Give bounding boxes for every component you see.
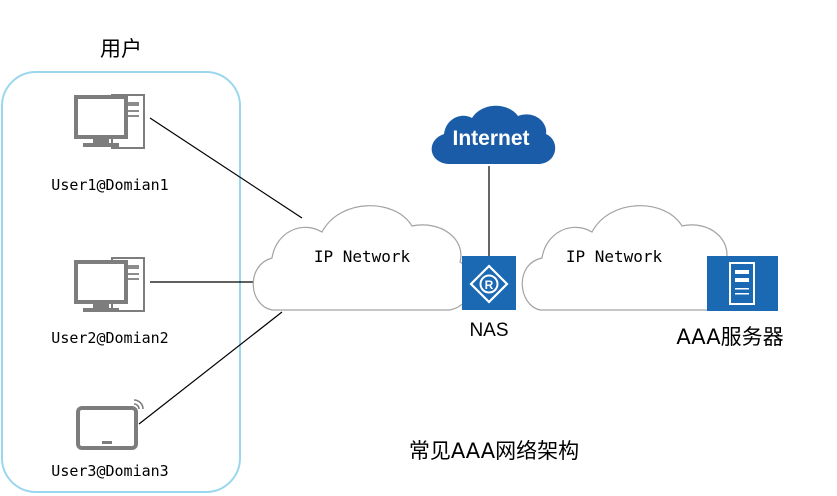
nas-label: NAS — [469, 320, 508, 341]
wifi-icon — [133, 399, 144, 410]
internet-label: Internet — [452, 127, 529, 150]
cloud-icon — [431, 105, 556, 164]
aaa-label: AAA服务器 — [676, 325, 783, 349]
user1-device: User1@Domian1 — [51, 94, 169, 194]
router-icon-diamond — [469, 264, 509, 304]
cloud-label: IP Network — [314, 247, 411, 266]
desktop-computer-icon — [74, 257, 145, 312]
cloud-label: IP Network — [566, 247, 663, 266]
user1-label: User1@Domian1 — [51, 176, 168, 194]
ip-network-cloud-right: IP Network — [521, 205, 739, 311]
nas-router: R NAS — [462, 256, 516, 341]
link-user3-cloud — [138, 311, 283, 425]
server-tower — [729, 262, 755, 305]
connection-lines — [138, 117, 490, 425]
server-slot — [735, 278, 749, 282]
internet-cloud: Internet — [431, 105, 556, 164]
server-icon — [707, 256, 778, 311]
aaa-server: AAA服务器 — [676, 256, 784, 349]
link-user1-cloud — [149, 117, 303, 219]
tablet-icon — [76, 399, 144, 450]
user3-device: User3@Domian3 — [51, 399, 169, 480]
ip-network-cloud-left: IP Network — [252, 205, 473, 311]
server-slot — [735, 288, 749, 290]
router-icon-ring — [479, 274, 499, 294]
diagram-title: 常见AAA网络架构 — [409, 439, 579, 463]
desktop-computer-icon — [74, 94, 145, 149]
server-slot — [735, 293, 749, 295]
user2-label: User2@Domian2 — [51, 329, 168, 347]
user2-device: User2@Domian2 — [51, 257, 169, 347]
user-group-label: 用户 — [100, 37, 142, 61]
server-slot — [735, 270, 749, 274]
router-icon-letter: R — [485, 278, 494, 292]
user3-label: User3@Domian3 — [51, 462, 168, 480]
